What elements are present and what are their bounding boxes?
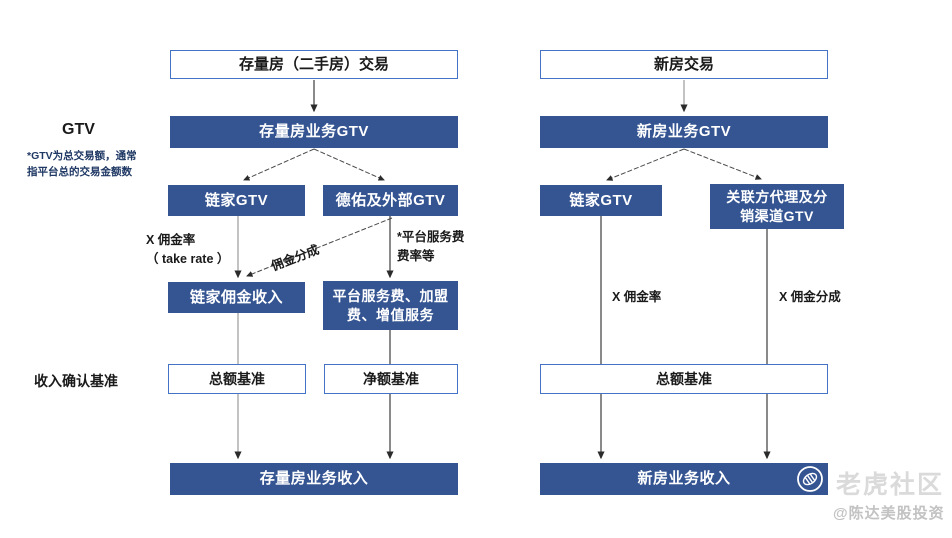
revenue-basis-section-label: 收入确认基准 xyxy=(34,373,118,389)
label-take-rate-right: X 佣金率 xyxy=(612,290,662,304)
node-lianjia-commission-income: 链家佣金收入 xyxy=(168,282,305,313)
label-take-rate-line1: X 佣金率 xyxy=(146,233,196,247)
related-gtv-line1: 关联方代理及分 xyxy=(726,189,828,206)
node-gross-basis-right: 总额基准 xyxy=(540,364,828,394)
watermark-author-handle: @陈达美股投资 xyxy=(833,505,945,522)
label-take-rate-line2: （ take rate ） xyxy=(146,252,230,267)
arrow-gtv-to-lianjia-gtv-right xyxy=(606,148,685,181)
arrow-commission-split-diagonal xyxy=(246,217,393,277)
label-platform-fee-line2: 费率等 xyxy=(397,249,435,264)
node-platform-fee-franchise-vas: 平台服务费、加盟 费、增值服务 xyxy=(323,281,458,330)
node-existing-home-gtv: 存量房业务GTV xyxy=(170,116,458,148)
arrow-gtv-to-deyou-gtv xyxy=(313,148,385,181)
arrow-gtv-to-related-gtv xyxy=(683,148,762,180)
label-platform-fee-line1: *平台服务费 xyxy=(397,230,465,244)
node-related-party-channel-gtv: 关联方代理及分 销渠道GTV xyxy=(710,184,844,229)
watermark-community-name: 老虎社区 xyxy=(836,471,945,499)
gtv-footnote-line2: 指平台总的交易金额数 xyxy=(27,165,132,178)
gtv-section-label: GTV xyxy=(62,121,95,138)
node-lianjia-gtv-right: 链家GTV xyxy=(540,185,662,216)
node-deyou-external-gtv: 德佑及外部GTV xyxy=(323,185,458,216)
tiger-logo-icon xyxy=(797,466,823,492)
node-new-home-transaction: 新房交易 xyxy=(540,50,828,79)
label-commission-split-right: X 佣金分成 xyxy=(779,290,841,304)
related-gtv-line2: 销渠道GTV xyxy=(740,207,814,224)
node-existing-home-revenue: 存量房业务收入 xyxy=(170,463,458,495)
node-new-home-gtv: 新房业务GTV xyxy=(540,116,828,148)
platform-fee-line1: 平台服务费、加盟 xyxy=(332,288,449,305)
gtv-footnote-line1: *GTV为总交易额，通常 xyxy=(27,150,137,162)
node-net-basis: 净额基准 xyxy=(324,364,458,394)
platform-fee-line2: 费、增值服务 xyxy=(347,306,434,323)
gtv-footnote: *GTV为总交易额，通常 指平台总的交易金额数 xyxy=(27,149,167,181)
label-take-rate: X 佣金率 （ take rate ） xyxy=(146,231,229,270)
label-platform-service-fee-rate: *平台服务费 费率等 xyxy=(397,228,464,267)
arrow-gtv-to-lianjia-gtv xyxy=(243,148,315,181)
node-existing-home-transaction: 存量房（二手房）交易 xyxy=(170,50,458,79)
node-gross-basis-left: 总额基准 xyxy=(168,364,306,394)
node-lianjia-gtv-left: 链家GTV xyxy=(168,185,305,216)
node-new-home-revenue: 新房业务收入 xyxy=(540,463,828,495)
